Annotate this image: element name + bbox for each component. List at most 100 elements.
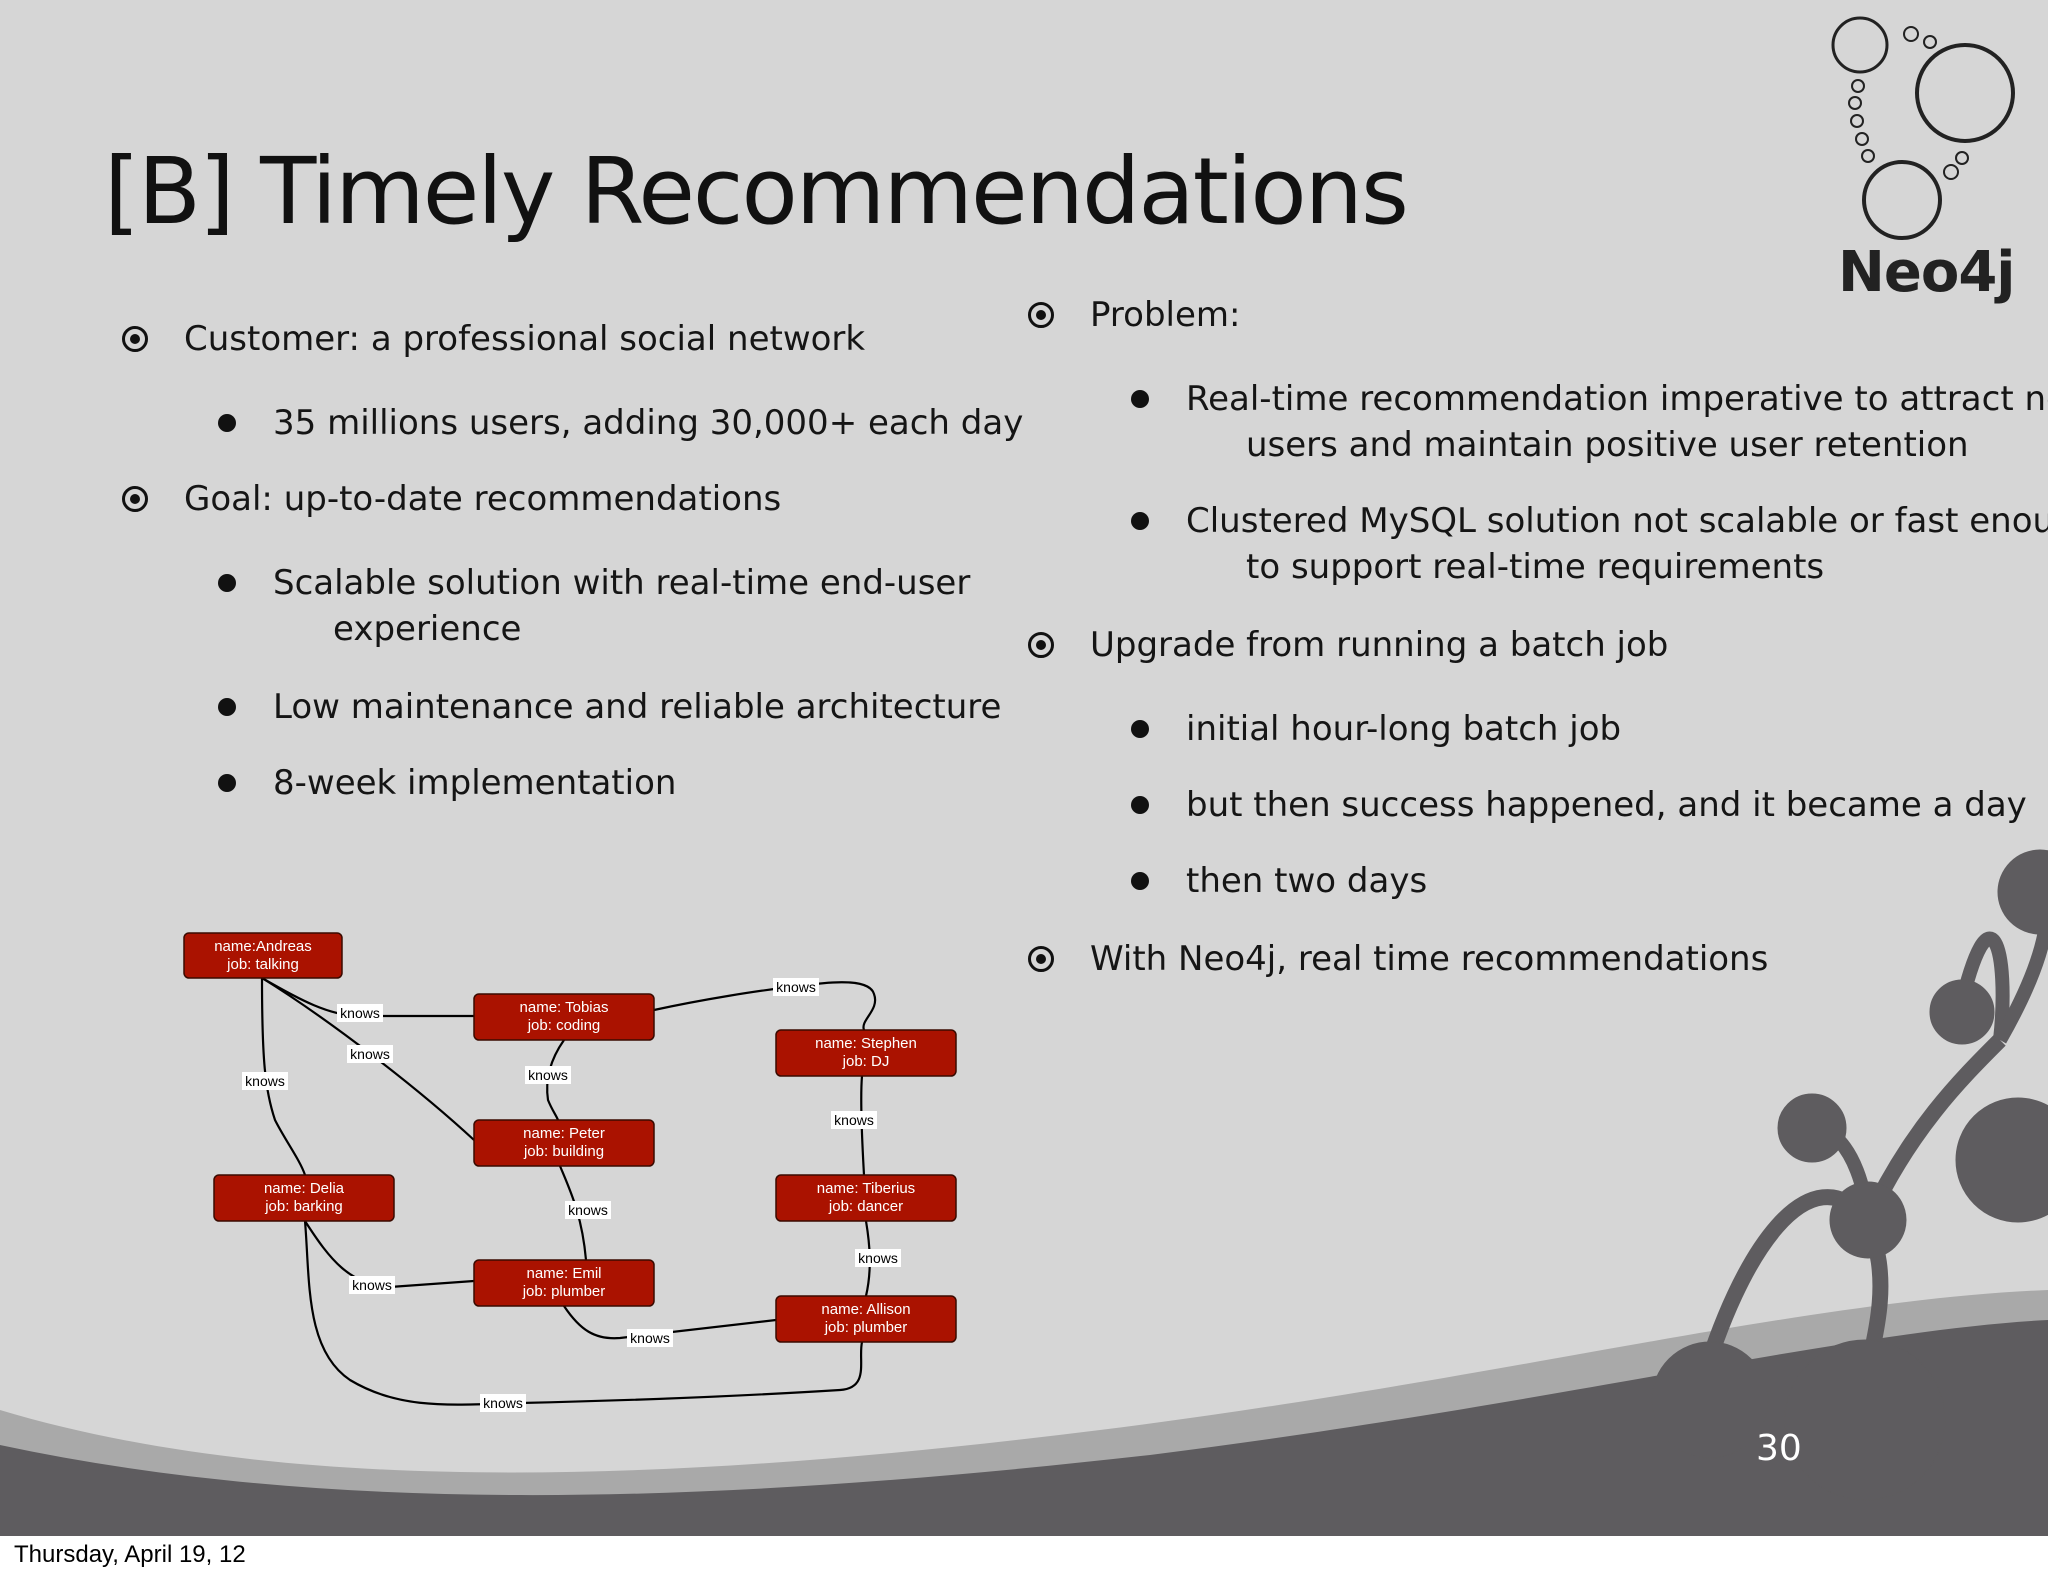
right-bullet-item: Problem: (1028, 292, 1241, 338)
left-bullet-item: 8-week implementation (218, 760, 677, 806)
dot-bullet-icon (218, 414, 236, 432)
bullet-text-line: Problem: (1090, 295, 1241, 335)
node-job-label: job: talking (226, 956, 299, 973)
left-bullet-item: Goal: up-to-date recommendations (122, 476, 782, 522)
bullet-text-line: Scalable solution with real-time end-use… (273, 563, 971, 603)
edge-label: knows (630, 1330, 670, 1346)
dot-bullet-icon (1131, 512, 1149, 530)
bullet-text-line: 35 millions users, adding 30,000+ each d… (273, 403, 1024, 443)
bullet-text-line: Customer: a professional social network (184, 319, 866, 359)
edge-label: knows (776, 979, 816, 995)
target-bullet-icon (1028, 946, 1054, 972)
edge-label: knows (568, 1202, 608, 1218)
bullet-text-line: Clustered MySQL solution not scalable or… (1186, 501, 2048, 541)
bullet-text-line: then two days (1186, 861, 1428, 901)
molecule-art (1651, 849, 2048, 1501)
left-bullet-item: Scalable solution with real-time end-use… (218, 560, 971, 652)
edge-label-bg (831, 1111, 877, 1129)
dot-bullet-icon (218, 574, 236, 592)
edge-tobias-stephen (653, 981, 877, 1031)
node-job-label: job: dancer (828, 1198, 903, 1215)
node-tiberius (775, 1174, 957, 1222)
dot-bullet-icon (218, 774, 236, 792)
left-bullet-item: Customer: a professional social network (122, 316, 866, 362)
dot-bullet-icon (1131, 796, 1149, 814)
edge-label-bg (242, 1072, 288, 1090)
left-bullet-item: Low maintenance and reliable architectur… (218, 684, 1002, 730)
edge-emil-allison (563, 1305, 777, 1340)
node-allison (775, 1295, 957, 1343)
node-name-label: name: Delia (264, 1180, 345, 1197)
node-stephen (775, 1029, 957, 1077)
node-emil (473, 1259, 655, 1307)
edge-label: knows (528, 1067, 568, 1083)
node-job-label: job: coding (527, 1017, 601, 1034)
edge-label: knows (834, 1112, 874, 1128)
right-bullet-item: but then success happened, and it became… (1131, 782, 2027, 828)
target-bullet-icon (122, 486, 148, 512)
right-bullet-item: Upgrade from running a batch job (1028, 622, 1669, 668)
edge-label-bg (855, 1249, 901, 1267)
edge-label-bg (627, 1329, 673, 1347)
slide-title: [B] Timely Recommendations (104, 138, 1409, 245)
bullet-text-line: initial hour-long batch job (1186, 709, 1622, 749)
bullet-text-line: users and maintain positive user retenti… (1246, 425, 1969, 465)
edge-label-bg (480, 1394, 526, 1412)
target-bullet-icon (122, 326, 148, 352)
node-job-label: job: building (523, 1143, 604, 1160)
right-bullet-item: With Neo4j, real time recommendations (1028, 936, 1769, 982)
right-bullet-item: Real-time recommendation imperative to a… (1131, 376, 2048, 468)
right-bullet-item: then two days (1131, 858, 1428, 904)
right-bullet-item: Clustered MySQL solution not scalable or… (1131, 498, 2048, 590)
target-bullet-icon (1028, 302, 1054, 328)
node-name-label: name: Emil (526, 1265, 601, 1282)
bullet-text-line: experience (333, 609, 522, 649)
page-number: 30 (1756, 1428, 1802, 1469)
edge-label-bg (525, 1066, 571, 1084)
node-delia (213, 1174, 395, 1222)
bottom-wave-dark (0, 1320, 2048, 1536)
edge-label: knows (858, 1250, 898, 1266)
edge-label: knows (483, 1395, 523, 1411)
edge-label: knows (245, 1073, 285, 1089)
node-name-label: name:Andreas (214, 938, 312, 955)
node-job-label: job: plumber (824, 1319, 908, 1336)
background-art (0, 16, 2048, 1536)
left-bullet-item: 35 millions users, adding 30,000+ each d… (218, 400, 1024, 446)
bullet-text-line: to support real-time requirements (1246, 547, 1825, 587)
bullet-text-line: Real-time recommendation imperative to a… (1186, 379, 2048, 419)
edge-label: knows (352, 1277, 392, 1293)
bullet-text-line: Upgrade from running a batch job (1090, 625, 1669, 665)
footer-date: Thursday, April 19, 12 (14, 1541, 246, 1568)
edge-label: knows (340, 1005, 380, 1021)
bullet-text-line: With Neo4j, real time recommendations (1090, 939, 1769, 979)
edge-andreas-delia (260, 977, 307, 1176)
edge-label-bg (349, 1276, 395, 1294)
node-job-label: job: barking (264, 1198, 343, 1215)
logo-bubbles (1831, 16, 2015, 240)
node-name-label: name: Allison (821, 1301, 910, 1318)
edge-label-bg (337, 1004, 383, 1022)
node-peter (473, 1119, 655, 1167)
edge-tobias-peter (546, 1039, 565, 1121)
node-name-label: name: Stephen (815, 1035, 917, 1052)
slide: Neo4j [B] Timely Recommendations Custome… (0, 0, 2048, 1536)
social-graph-diagram: knows knows knows knows knows knows knows knows… (183, 932, 957, 1412)
edge-label-bg (773, 978, 819, 996)
node-andreas (183, 932, 343, 979)
bullet-text-line: Low maintenance and reliable architectur… (273, 687, 1002, 727)
right-bullet-item: initial hour-long batch job (1131, 706, 1622, 752)
target-bullet-icon (1028, 632, 1054, 658)
dot-bullet-icon (218, 698, 236, 716)
edge-label: knows (350, 1046, 390, 1062)
node-tobias (473, 993, 655, 1041)
dot-bullet-icon (1131, 872, 1149, 890)
dot-bullet-icon (1131, 720, 1149, 738)
bullet-text-line: 8-week implementation (273, 763, 677, 803)
node-name-label: name: Peter (523, 1125, 605, 1142)
bullet-text-line: Goal: up-to-date recommendations (184, 479, 782, 519)
node-job-label: job: DJ (842, 1053, 890, 1070)
neo4j-logo: Neo4j (1838, 240, 2015, 305)
bullet-text-line: but then success happened, and it became… (1186, 785, 2027, 825)
dot-bullet-icon (1131, 390, 1149, 408)
